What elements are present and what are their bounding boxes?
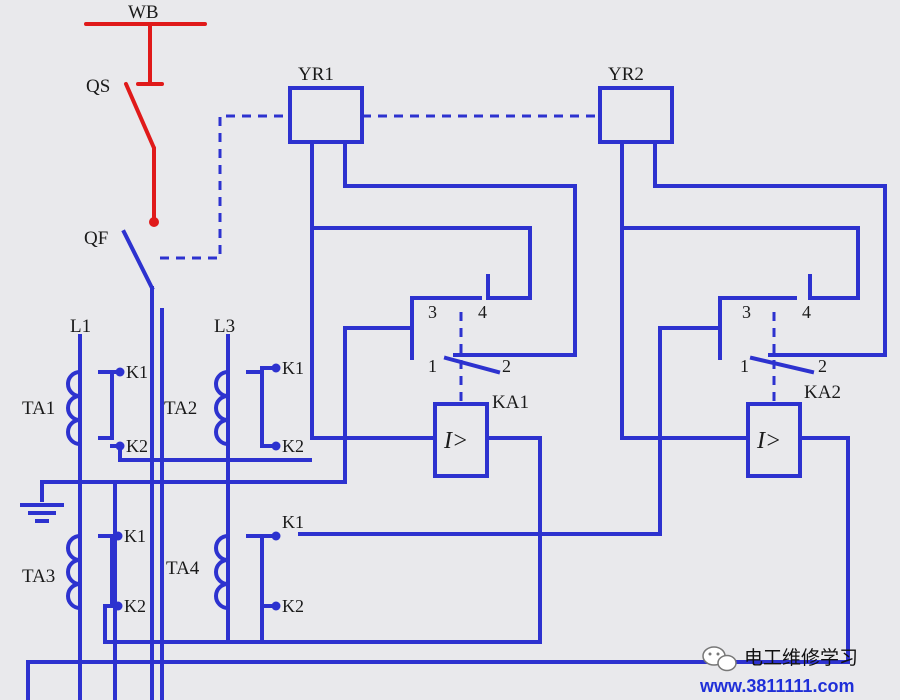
ta2-coil bbox=[214, 369, 231, 447]
ta4-coil bbox=[214, 533, 231, 611]
wechat-icon bbox=[702, 646, 737, 672]
bottom-return-2 bbox=[26, 650, 850, 700]
wiring bbox=[20, 86, 887, 700]
trip-coil-yr2 bbox=[598, 86, 674, 144]
label-ka2-contact3: 3 bbox=[742, 302, 751, 322]
ta1-k1-terminal bbox=[115, 367, 125, 377]
label-ta2-k2: K2 bbox=[282, 436, 304, 456]
qf-top-contact bbox=[149, 217, 159, 227]
ka2-contact3-wire bbox=[298, 326, 722, 536]
label-qs: QS bbox=[86, 76, 110, 97]
label-qf: QF bbox=[84, 228, 108, 249]
watermark-name: 电工维修学习 bbox=[744, 647, 858, 669]
bottom-return-1 bbox=[260, 604, 542, 644]
label-ka2-contact2: 2 bbox=[818, 356, 827, 376]
label-ta4: TA4 bbox=[166, 558, 200, 579]
ka1-relay-symbol: I> bbox=[443, 428, 468, 454]
ta3-return bbox=[103, 604, 264, 644]
ka1-contact-frame bbox=[410, 296, 482, 360]
ta1-coil bbox=[66, 369, 83, 447]
mechanical-linkages bbox=[160, 114, 776, 404]
ta3-k2-terminal bbox=[113, 601, 123, 611]
breaker-qf-blade bbox=[121, 229, 155, 291]
watermark-url: www.3811111.com bbox=[699, 676, 854, 696]
watermark: 电工维修学习 www.3811111.com bbox=[699, 646, 858, 696]
busbar-and-isolator bbox=[84, 22, 207, 224]
ka2-relay-symbol: I> bbox=[756, 428, 781, 454]
label-ta3-k2: K2 bbox=[124, 596, 146, 616]
ta4-k2-terminal bbox=[271, 601, 281, 611]
isolator-qs-blade bbox=[124, 82, 156, 150]
label-ka1-contact2: 2 bbox=[502, 356, 511, 376]
label-ta2: TA2 bbox=[164, 398, 197, 419]
terminals bbox=[113, 363, 281, 611]
label-yr1: YR1 bbox=[298, 64, 334, 85]
yr2-feed-to-ka2 bbox=[620, 140, 750, 440]
qf-to-yr1-linkage bbox=[160, 114, 290, 260]
label-ta3-k1: K1 bbox=[124, 526, 146, 546]
label-ta4-k1: K1 bbox=[282, 512, 304, 532]
label-ka2: KA2 bbox=[804, 382, 841, 403]
label-ka2-contact1: 1 bbox=[740, 356, 749, 376]
label-ka1-contact1: 1 bbox=[428, 356, 437, 376]
label-ta1-k1: K1 bbox=[126, 362, 148, 382]
label-ta2-k1: K1 bbox=[282, 358, 304, 378]
ka1-contact4-wire bbox=[310, 226, 532, 300]
label-ta1: TA1 bbox=[22, 398, 55, 419]
label-ta4-k2: K2 bbox=[282, 596, 304, 616]
label-ka1-contact3: 3 bbox=[428, 302, 437, 322]
yr1-feed-to-ka1 bbox=[310, 140, 437, 440]
ta3-k1-terminal bbox=[113, 531, 123, 541]
label-wb: WB bbox=[128, 2, 159, 23]
ta3-coil bbox=[66, 533, 83, 611]
ka2-contact4-wire bbox=[620, 226, 860, 300]
ta2-k1-terminal bbox=[271, 363, 281, 373]
ka1-contact3-wire bbox=[113, 326, 414, 700]
ta1-k2-to-relay bbox=[118, 444, 312, 462]
ground-lead bbox=[40, 480, 117, 502]
ka1-switch-blade bbox=[443, 355, 501, 375]
label-yr2: YR2 bbox=[608, 64, 644, 85]
ta1-secondary bbox=[98, 370, 114, 440]
label-ka1: KA1 bbox=[492, 392, 529, 413]
ta4-k1-terminal bbox=[271, 531, 281, 541]
label-ta1-k2: K2 bbox=[126, 436, 148, 456]
ka1-output bbox=[485, 436, 542, 644]
label-l3: L3 bbox=[214, 316, 235, 337]
ka2-output bbox=[798, 436, 850, 654]
yr1-return bbox=[343, 140, 577, 357]
label-l1: L1 bbox=[70, 316, 91, 337]
yr2-return bbox=[653, 140, 887, 357]
ka2-switch-blade bbox=[749, 355, 815, 375]
label-ka1-contact4: 4 bbox=[478, 302, 487, 322]
ta2-secondary bbox=[246, 370, 278, 448]
ta2-k2-terminal bbox=[271, 441, 281, 451]
ta1-k2-terminal bbox=[115, 441, 125, 451]
label-ka2-contact4: 4 bbox=[802, 302, 811, 322]
label-ta3: TA3 bbox=[22, 566, 55, 587]
ka2-contact-frame bbox=[718, 296, 797, 360]
